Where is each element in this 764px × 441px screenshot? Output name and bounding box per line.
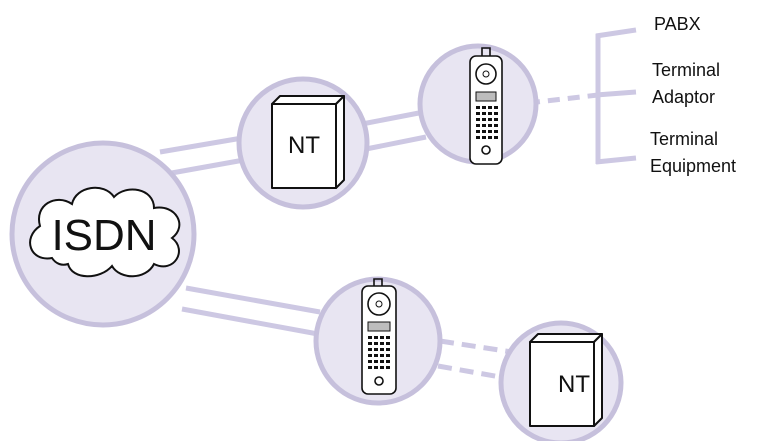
phone-upper-icon [469, 47, 503, 165]
bracket-to-pabx [595, 27, 637, 39]
nt-upper-node: NT [236, 76, 370, 210]
isdn-label: ISDN [51, 211, 156, 260]
link-nt-upper-phone-b [365, 134, 427, 152]
bracket-to-equipment [595, 155, 637, 165]
terminal-adaptor-label-line2: Adaptor [652, 87, 715, 107]
link-phone-bracket [527, 92, 599, 106]
nt-lower-label: NT [558, 371, 590, 398]
phone-lower-icon [361, 278, 397, 395]
nt-lower-box-icon [529, 333, 603, 427]
isdn-node: ISDN [9, 140, 197, 328]
link-isdn-nt-upper-a [159, 134, 249, 155]
link-nt-upper-phone-a [361, 109, 425, 127]
cloud-icon [29, 186, 181, 278]
connection-labels: PABX Terminal Adaptor Terminal Equipment [650, 14, 736, 176]
link-isdn-phone-lower-a [185, 285, 321, 315]
pabx-label: PABX [654, 14, 701, 34]
link-phone-nt-lower-a [439, 338, 513, 355]
connector-lines [159, 27, 637, 381]
phone-lower-node [313, 276, 443, 406]
terminal-equipment-label-line2: Equipment [650, 156, 736, 176]
link-phone-nt-lower-b [437, 363, 507, 381]
nt-upper-box-icon [271, 95, 345, 189]
bracket-to-adaptor [595, 89, 637, 98]
link-isdn-phone-lower-b [181, 306, 319, 337]
phone-upper-node [417, 43, 539, 165]
nt-lower-node: NT [498, 320, 624, 441]
link-isdn-nt-upper-b [165, 157, 245, 177]
terminal-equipment-label-line1: Terminal [650, 129, 718, 149]
nt-upper-label: NT [288, 132, 320, 159]
terminal-adaptor-label-line1: Terminal [652, 60, 720, 80]
